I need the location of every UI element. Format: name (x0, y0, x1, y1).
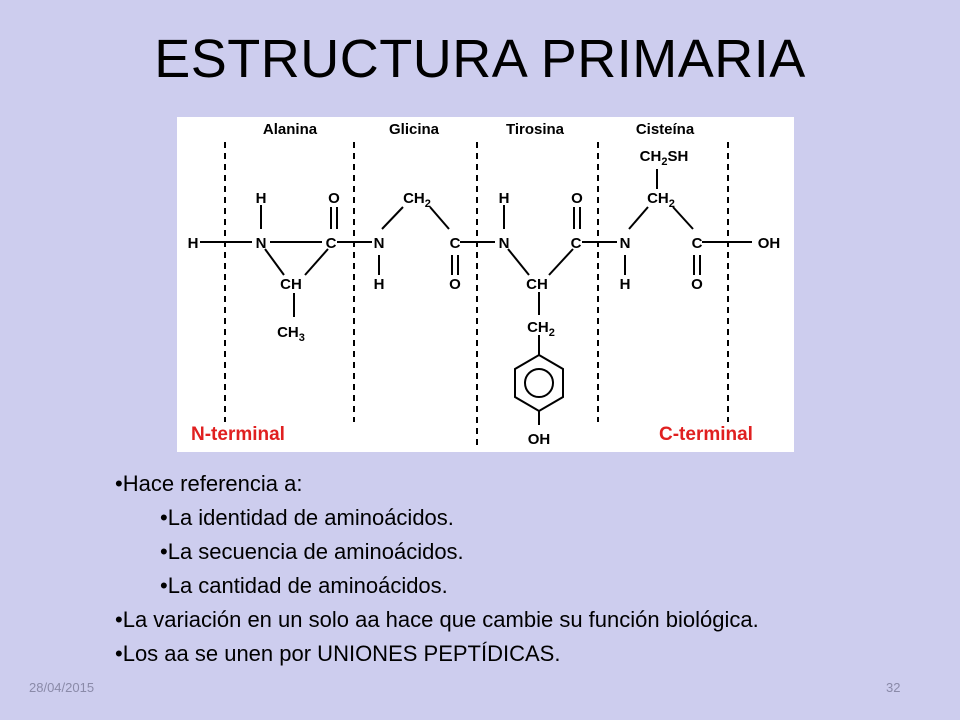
peptide-structure-figure: Alanina Glicina Tirosina Cisteína (177, 117, 794, 452)
slide-title: ESTRUCTURA PRIMARIA (154, 29, 806, 89)
bullet-item: •La identidad de aminoácidos. (160, 505, 454, 530)
residue-label-tirosina: Tirosina (506, 121, 565, 138)
atom-ch2: CH2 (647, 190, 675, 210)
bond-lines (200, 169, 752, 425)
atom-o: O (328, 190, 340, 207)
benzene-ring (514, 353, 564, 413)
atom-h: H (499, 190, 510, 207)
atom-c: C (326, 235, 337, 252)
atom-c: C (692, 235, 703, 252)
atom-ch3: CH3 (277, 324, 305, 344)
residue-label-cisteina: Cisteína (636, 121, 695, 138)
atom-h: H (374, 276, 385, 293)
atom-ch: CH (526, 276, 548, 293)
c-terminal-label: C-terminal (659, 424, 753, 445)
atom-c: C (571, 235, 582, 252)
atom-o: O (691, 276, 703, 293)
atom-ch: CH (280, 276, 302, 293)
atom-n: N (256, 235, 267, 252)
bullet-item: •La secuencia de aminoácidos. (160, 539, 464, 564)
atom-h: H (188, 235, 199, 252)
atom-ch2: CH2 (403, 190, 431, 210)
atom-h: H (256, 190, 267, 207)
residue-label-alanina: Alanina (263, 121, 318, 138)
atom-n: N (374, 235, 385, 252)
residue-label-glicina: Glicina (389, 121, 440, 138)
atom-ch2: CH2 (527, 319, 555, 339)
n-terminal-label: N-terminal (191, 424, 285, 445)
atom-oh: OH (758, 235, 781, 252)
atom-o: O (571, 190, 583, 207)
atom-n: N (499, 235, 510, 252)
atom-oh: OH (528, 431, 551, 448)
bullet-item: •La cantidad de aminoácidos. (160, 573, 448, 598)
bullet-item: •Los aa se unen por UNIONES PEPTÍDICAS. (115, 641, 561, 666)
bullet-item: •La variación en un solo aa hace que cam… (115, 607, 759, 632)
bullet-item: •Hace referencia a: (115, 471, 303, 496)
atom-c: C (450, 235, 461, 252)
atom-ch2sh: CH2SH (640, 148, 689, 168)
atom-o: O (449, 276, 461, 293)
slide-date: 28/04/2015 (29, 680, 95, 695)
residue-separators (224, 142, 729, 447)
slide-page-number: 32 (886, 680, 901, 695)
atom-h: H (620, 276, 631, 293)
atom-n: N (620, 235, 631, 252)
peptide-diagram: Alanina Glicina Tirosina Cisteína (188, 121, 781, 448)
bullet-list: •Hace referencia a: •La identidad de ami… (115, 467, 835, 671)
